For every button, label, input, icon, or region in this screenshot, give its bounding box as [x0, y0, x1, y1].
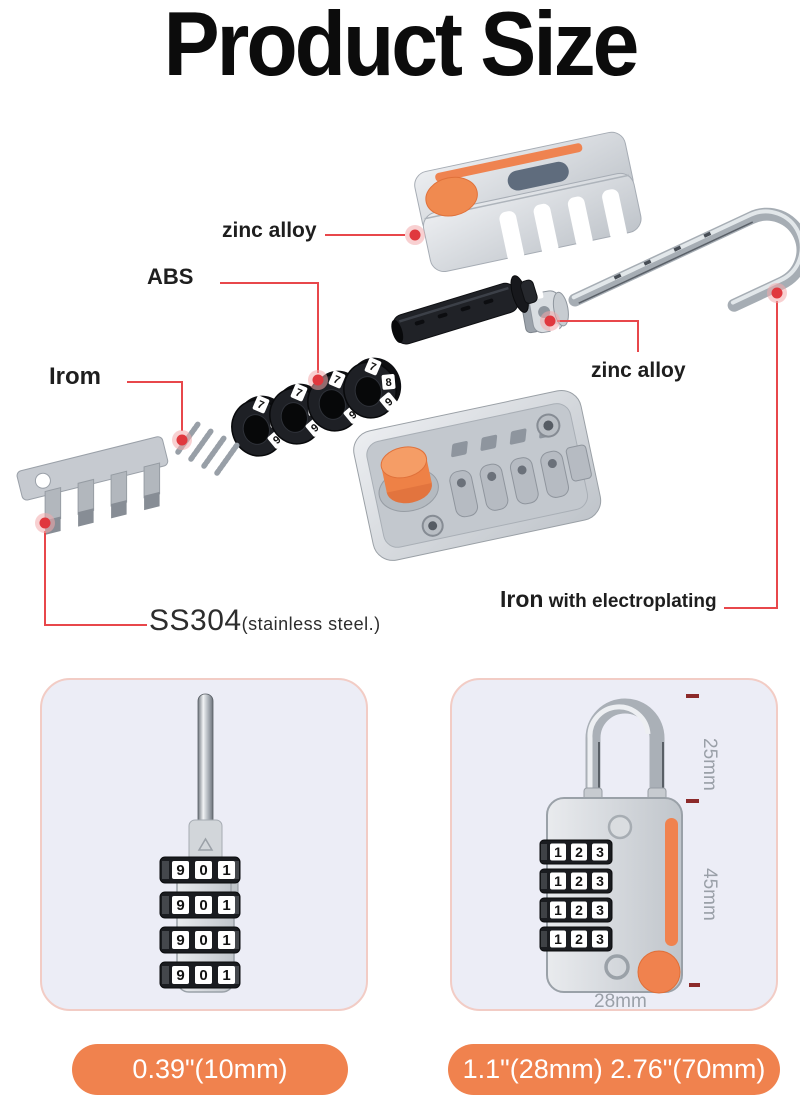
side-dial-digit: 9 [176, 932, 184, 949]
dial-band: 9 0 1 [159, 926, 241, 954]
lock-front-view: 1 2 3 1 2 3 1 2 3 1 2 3 [539, 694, 720, 1009]
side-dial-digit: 0 [199, 932, 207, 949]
front-dial-digit: 1 [554, 931, 562, 947]
label-ss304-main: SS304 [149, 604, 242, 637]
label-zinc-alloy-left: zinc alloy [222, 219, 317, 242]
dial-band: 9 0 1 [159, 856, 241, 884]
size-pill-depth: 0.39"(10mm) [72, 1044, 348, 1095]
size-panel-side-view: 9 0 1 9 0 1 9 0 1 9 0 1 [40, 678, 368, 1011]
dial-band: 9 0 1 [159, 891, 241, 919]
leader-lines [44, 234, 778, 626]
dial-band: 1 2 3 [539, 926, 613, 952]
dial-digit: 7 [255, 399, 265, 412]
black-shaft [391, 275, 538, 345]
side-dial-digit: 0 [199, 967, 207, 984]
dial-digit: 7 [367, 361, 377, 374]
side-dial-digit: 1 [222, 967, 230, 984]
orange-stripe [665, 818, 678, 946]
lock-side-view: 9 0 1 9 0 1 9 0 1 9 0 1 [159, 693, 241, 993]
side-dial-digit: 0 [199, 897, 207, 914]
page-title: Product Size [163, 0, 640, 95]
number-dials: 7 8 9 7 8 9 7 8 9 7 8 9 [231, 357, 402, 457]
dial-band: 9 0 1 [159, 961, 241, 989]
label-abs: ABS [147, 264, 194, 289]
orange-stripe [435, 143, 583, 182]
label-ss304-sub: (stainless steel.) [241, 614, 381, 634]
measure-shackle-height: 25mm [699, 738, 720, 791]
side-dial-digit: 1 [222, 932, 230, 949]
dial-digit: 7 [331, 374, 341, 387]
triangle-mark [197, 837, 214, 851]
orange-button [425, 176, 478, 217]
label-iron: Irom [49, 363, 102, 390]
callout-dots [35, 225, 787, 533]
front-dial-digit: 3 [596, 844, 604, 860]
dark-slot [507, 161, 569, 191]
measure-body-height: 45mm [699, 868, 720, 921]
side-dial-digit: 9 [176, 862, 184, 879]
ss304-plate [16, 436, 169, 535]
shackle-u [585, 698, 665, 803]
front-dial-digit: 2 [575, 873, 583, 889]
dial-digit: 8 [385, 377, 392, 389]
screw-top [607, 814, 633, 840]
screw-bottom [604, 954, 630, 980]
size-panel-front-view: 1 2 3 1 2 3 1 2 3 1 2 3 [450, 678, 778, 1011]
label-iron-sub: with electroplating [543, 591, 717, 612]
dial-band: 1 2 3 [539, 839, 613, 865]
front-dial-digit: 1 [554, 902, 562, 918]
side-dial-digit: 1 [222, 862, 230, 879]
front-dial-digit: 2 [575, 931, 583, 947]
side-dial-digit: 9 [176, 897, 184, 914]
front-dial-digit: 3 [596, 873, 604, 889]
front-dial-digit: 3 [596, 902, 604, 918]
measure-body-width: 28mm [594, 991, 647, 1009]
front-dial-digit: 1 [554, 844, 562, 860]
lock-top-shell [414, 131, 642, 273]
side-dial-digit: 0 [199, 862, 207, 879]
exploded-diagram: 7 8 9 7 8 9 7 8 9 7 8 9 [16, 131, 800, 626]
side-dial-digit: 1 [222, 897, 230, 914]
dial-band: 1 2 3 [539, 897, 613, 923]
front-dial-digit: 2 [575, 844, 583, 860]
shackle [568, 207, 800, 312]
front-dial-digit: 1 [554, 873, 562, 889]
front-dial-digit: 2 [575, 902, 583, 918]
side-dial-digit: 9 [176, 967, 184, 984]
label-iron-electroplating: Iron with electroplating [500, 586, 717, 613]
label-iron-main: Iron [500, 586, 544, 612]
label-ss304: SS304(stainless steel.) [149, 604, 381, 637]
lock-bottom-shell [353, 389, 602, 561]
label-zinc-alloy-right: zinc alloy [591, 359, 686, 382]
front-dial-digit: 3 [596, 931, 604, 947]
orange-button [637, 950, 681, 994]
dial-band: 1 2 3 [539, 868, 613, 894]
size-pill-width-height: 1.1"(28mm) 2.76"(70mm) [448, 1044, 780, 1095]
dial-digit: 7 [293, 387, 303, 400]
measurement-marks [686, 694, 700, 987]
